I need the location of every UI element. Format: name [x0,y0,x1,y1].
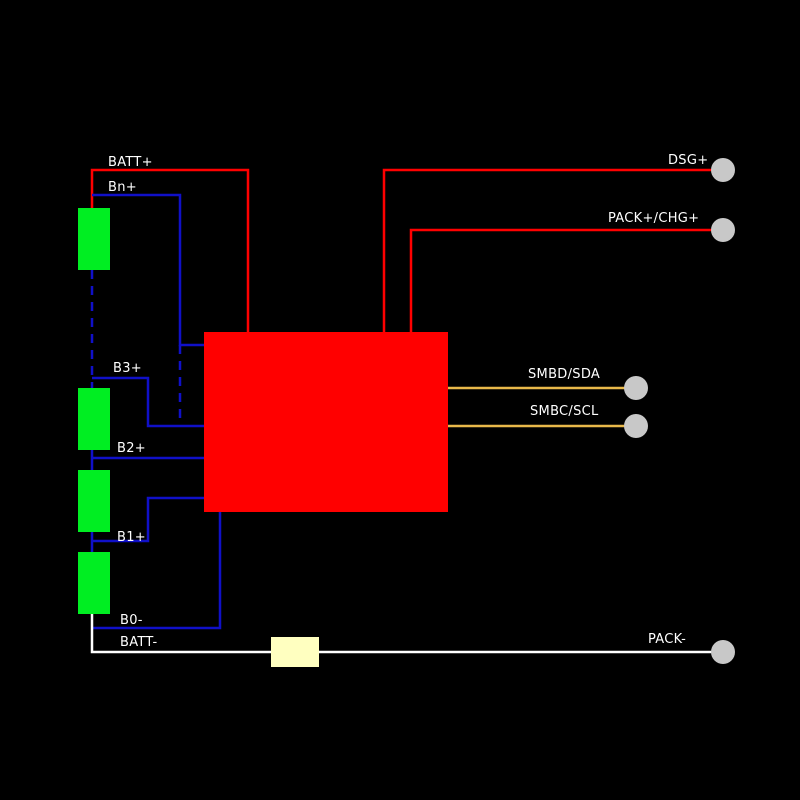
battery-cells [78,208,110,614]
dsg-plus-terminal [711,158,735,182]
label-b0-minus: B0- [120,613,143,628]
b3-plus-wire [92,376,205,428]
label-dsg-plus: DSG+ [668,153,708,168]
label-b1-plus: B1+ [117,530,146,545]
label-pack-plus-chg: PACK+/CHG+ [608,211,699,226]
label-smbc-scl: SMBC/SCL [530,404,599,419]
cell-3 [78,388,110,450]
smbc-scl-terminal [624,414,648,438]
label-smbd-sda: SMBD/SDA [528,367,600,382]
bms-controller-block [204,332,448,512]
b0-minus-wire [92,505,222,630]
b1-plus-wire [92,496,205,543]
dsg-plus-wire [382,168,720,332]
wire-labels: BATT+ Bn+ B3+ B2+ B1+ B0- BATT- DSG+ PAC… [108,153,708,650]
label-bn-plus: Bn+ [108,180,137,195]
cell-1 [78,552,110,614]
pack-plus-chg-wire [409,228,720,332]
red-wires [90,168,720,332]
fuse-element [271,637,319,667]
terminals [624,158,735,664]
cell-2 [78,470,110,532]
label-batt-plus: BATT+ [108,155,153,170]
bn-plus-wire [92,193,205,347]
smbus-wires [448,386,634,428]
pack-plus-chg-terminal [711,218,735,242]
blue-wires [90,193,222,630]
label-b3-plus: B3+ [113,361,142,376]
label-batt-minus: BATT- [120,635,157,650]
cell-n [78,208,110,270]
label-pack-minus: PACK- [648,632,686,647]
label-b2-plus: B2+ [117,441,146,456]
batt-minus-wire [90,612,720,654]
batt-plus-wire [90,168,250,332]
pack-minus-terminal [711,640,735,664]
smbd-sda-terminal [624,376,648,400]
